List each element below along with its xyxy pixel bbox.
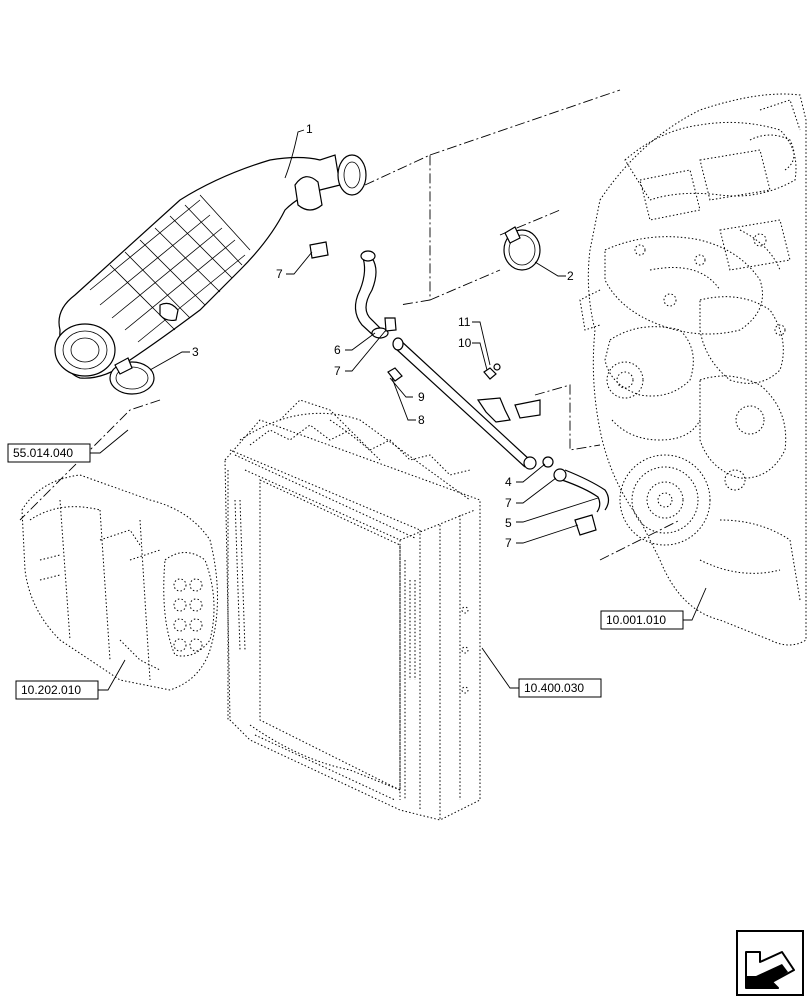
breather-hose bbox=[354, 250, 397, 339]
reference-label: 10.001.010 bbox=[606, 613, 666, 627]
reference-label: 55.014.040 bbox=[13, 446, 73, 460]
callout-3: 3 bbox=[192, 345, 199, 359]
lower-hose bbox=[542, 456, 610, 536]
reference-55-014-040[interactable]: 55.014.040 bbox=[7, 443, 91, 463]
engine-assembly bbox=[579, 93, 807, 646]
mounting-bracket bbox=[387, 363, 541, 419]
callout-7a: 7 bbox=[276, 267, 283, 281]
callout-6: 6 bbox=[334, 343, 341, 357]
radiator-assembly bbox=[224, 399, 481, 821]
reference-10-400-030[interactable]: 10.400.030 bbox=[518, 678, 602, 698]
reference-label: 10.400.030 bbox=[524, 681, 584, 695]
breather-pipe bbox=[392, 337, 537, 470]
callout-11: 11 bbox=[458, 315, 471, 329]
reference-10-001-010[interactable]: 10.001.010 bbox=[600, 610, 684, 630]
callout-10: 10 bbox=[458, 336, 472, 350]
callout-7d: 7 bbox=[505, 536, 512, 550]
assembly-centerlines bbox=[19, 89, 681, 561]
callout-1: 1 bbox=[306, 122, 313, 136]
leader-lines bbox=[90, 129, 707, 691]
hose-clamp-lower bbox=[109, 357, 155, 395]
callout-labels: 1 2 3 4 5 6 7 7 7 7 8 9 10 11 bbox=[192, 122, 574, 550]
callout-2: 2 bbox=[567, 269, 574, 283]
hose-clamp-large bbox=[503, 226, 541, 271]
reference-10-202-010[interactable]: 10.202.010 bbox=[15, 680, 99, 700]
callout-4: 4 bbox=[505, 475, 512, 489]
callout-8: 8 bbox=[418, 413, 425, 427]
air-filter-assembly bbox=[21, 474, 218, 691]
callout-7c: 7 bbox=[505, 496, 512, 510]
next-page-arrow-icon[interactable] bbox=[736, 930, 804, 996]
air-intake-duct bbox=[54, 154, 367, 379]
callout-9: 9 bbox=[418, 390, 425, 404]
callout-7b: 7 bbox=[334, 364, 341, 378]
hose-clamp-small bbox=[309, 241, 329, 259]
callout-5: 5 bbox=[505, 516, 512, 530]
reference-label: 10.202.010 bbox=[21, 683, 81, 697]
